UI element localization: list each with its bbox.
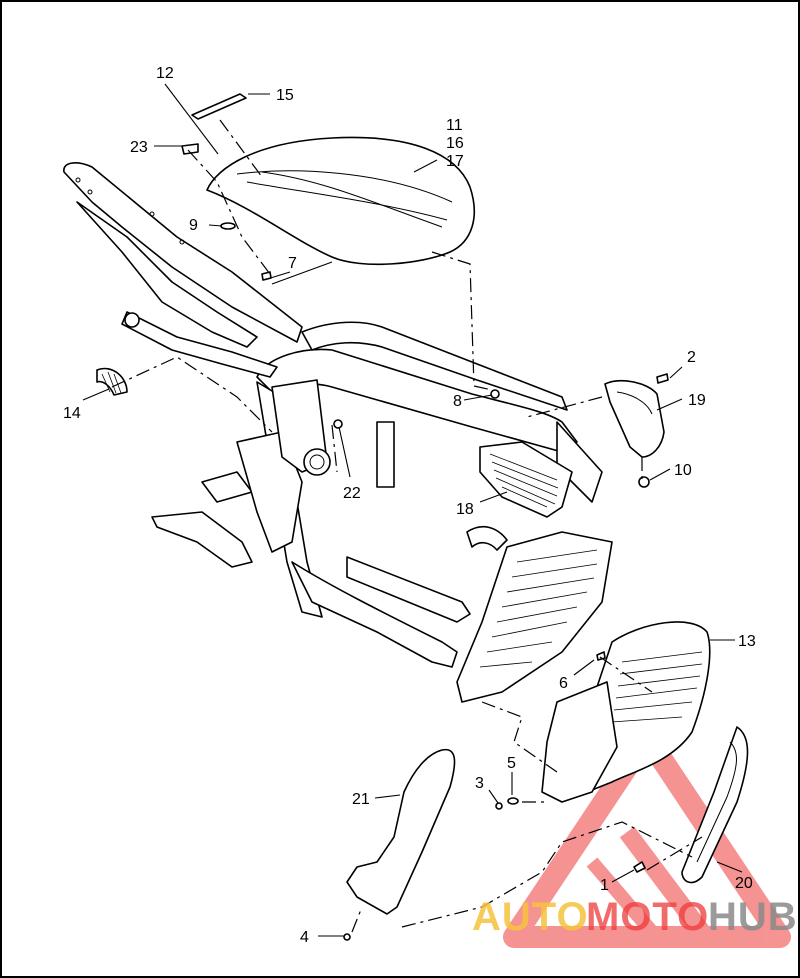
callout-21: 21 — [352, 791, 370, 808]
callout-3: 3 — [475, 775, 484, 792]
watermark-text: AUTO MOTO HUB — [472, 895, 798, 939]
main-frame — [121, 311, 603, 668]
rear-fender-part — [63, 162, 303, 348]
cover-19 — [604, 380, 665, 458]
callout-4: 4 — [300, 929, 309, 946]
callout-7: 7 — [288, 255, 297, 272]
callout-labels: 12 15 11 16 17 23 9 7 14 8 2 19 10 18 22… — [63, 65, 756, 946]
callout-20: 20 — [735, 875, 753, 892]
oil-cooler-assembly — [456, 525, 613, 703]
callout-9: 9 — [189, 217, 198, 234]
lower-cover-21 — [346, 748, 456, 915]
watermark-auto: AUTO — [472, 895, 589, 939]
callout-8: 8 — [453, 393, 462, 410]
callout-18: 18 — [456, 501, 474, 518]
watermark-moto: MOTO — [586, 895, 709, 939]
callout-2: 2 — [687, 349, 696, 366]
assembly-lines — [111, 119, 703, 933]
side-cover-13 — [541, 621, 711, 803]
callout-23: 23 — [130, 139, 148, 156]
trim-piece-20 — [681, 726, 749, 884]
callout-10: 10 — [674, 462, 692, 479]
callout-15: 15 — [276, 87, 294, 104]
callout-14: 14 — [63, 405, 81, 422]
washer-9 — [220, 222, 236, 230]
fastener-23 — [181, 143, 199, 155]
callout-6: 6 — [559, 675, 568, 692]
callout-1: 1 — [600, 877, 609, 894]
seat-part — [206, 136, 476, 266]
callout-17: 17 — [446, 153, 464, 170]
leader-lines — [82, 83, 743, 937]
callout-11: 11 — [446, 117, 463, 134]
side-cover-18 — [479, 441, 573, 518]
callout-12: 12 — [156, 65, 174, 82]
callout-5: 5 — [507, 755, 516, 772]
callout-19: 19 — [688, 392, 706, 409]
callout-22: 22 — [343, 485, 361, 502]
watermark-hub: HUB — [708, 895, 798, 939]
seat-strap-part — [191, 93, 247, 120]
callout-13: 13 — [738, 633, 756, 650]
callout-16: 16 — [446, 135, 464, 152]
